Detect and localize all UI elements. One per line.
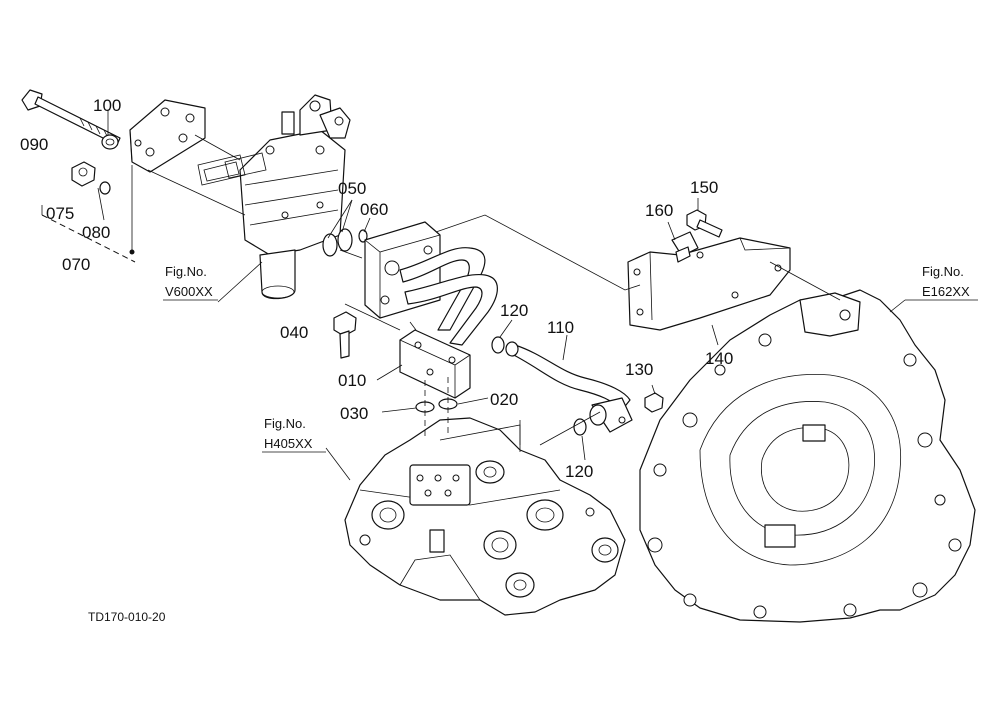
transmission-case-drawing [344,417,626,616]
label-010: 010 [338,371,366,390]
drawing-code: TD170-010-20 [88,610,166,624]
label-120-upper: 120 [500,301,528,320]
figure-reference-e162: Fig.No. E162XX [905,264,978,301]
figure-reference-v600: Fig.No. V600XX [163,264,218,301]
label-080: 080 [82,223,110,242]
label-075: 075 [46,204,74,223]
label-020: 020 [490,390,518,409]
label-130: 130 [625,360,653,379]
label-160: 160 [645,201,673,220]
label-100: 100 [93,96,121,115]
label-150: 150 [690,178,718,197]
label-060: 060 [360,200,388,219]
part-labels: 090 100 075 080 070 050 060 040 010 030 … [20,96,733,481]
label-120-lower: 120 [565,462,593,481]
o-ring-120-upper [491,336,505,354]
label-140: 140 [705,349,733,368]
nut-drawing [101,134,119,150]
label-090: 090 [20,135,48,154]
hose-drawing [505,341,633,433]
manifold-block-drawing [399,329,471,399]
o-rings-lower-drawing [415,377,458,440]
pipes-drawing [399,247,498,346]
cap-screw-drawing [71,161,111,195]
label-070: 070 [62,255,90,274]
group-bracket-dashed [41,214,136,263]
bell-housing-drawing [639,289,976,623]
fig-ref-e162-code: E162XX [922,284,970,299]
label-030: 030 [340,404,368,423]
label-050: 050 [338,179,366,198]
o-rings-drawing [322,228,368,257]
pin-dot [129,249,135,255]
leader-lines [97,110,906,481]
fig-ref-h405-code: H405XX [264,436,313,451]
figure-reference-h405: Fig.No. H405XX [262,416,326,453]
fig-ref-v600-code: V600XX [165,284,213,299]
screw-130-drawing [644,392,664,413]
label-110: 110 [547,318,574,337]
bolt-040-drawing [333,311,357,359]
control-valve-drawing [197,94,351,300]
o-ring-120-lower [573,418,587,436]
label-040: 040 [280,323,308,342]
fitting-160-drawing [671,231,699,263]
end-cover-drawing [129,99,206,173]
fig-ref-h405-title: Fig.No. [264,416,306,431]
fig-ref-e162-title: Fig.No. [922,264,964,279]
fig-ref-v600-title: Fig.No. [165,264,207,279]
bracket-140-drawing [627,237,791,331]
bolt-150-drawing [686,209,723,238]
